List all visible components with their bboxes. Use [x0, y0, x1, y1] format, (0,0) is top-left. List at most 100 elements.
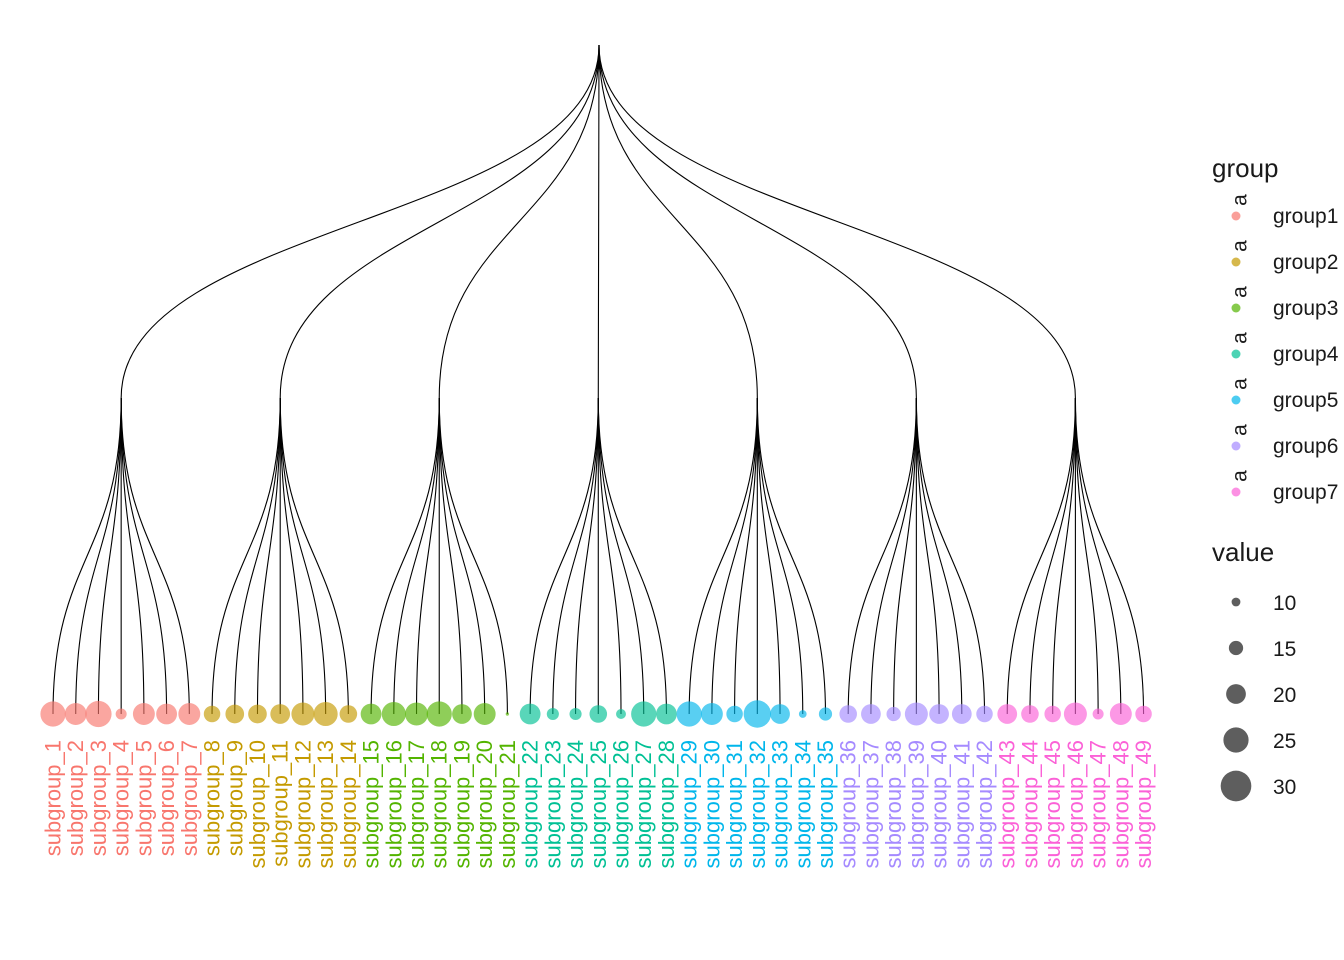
- legend-key-dot: [1231, 395, 1241, 405]
- subgroup_35-edge: [756, 397, 827, 715]
- leaf-node: [798, 710, 807, 718]
- leaf-label: subgroup_43: [995, 740, 1020, 868]
- subgroup_3-edge: [97, 397, 122, 715]
- leaf-node: [156, 703, 178, 725]
- leaf-label: subgroup_41: [949, 740, 974, 868]
- subgroup_17-edge: [415, 397, 440, 715]
- root-to-group2-edge: [279, 44, 600, 399]
- legend-key-dot: [1231, 349, 1241, 359]
- leaf-label: subgroup_8: [200, 740, 225, 856]
- leaf-label: subgroup_26: [609, 740, 634, 868]
- subgroup_38-edge: [893, 397, 917, 715]
- value-legend-label: 15: [1273, 638, 1296, 661]
- subgroup_27-edge: [597, 397, 645, 715]
- leaf-label: subgroup_16: [381, 740, 406, 868]
- subgroup_8-edge: [211, 397, 281, 715]
- legend-key-glyph: a: [1229, 424, 1252, 436]
- leaf-label: subgroup_12: [290, 740, 315, 868]
- leaf-node: [589, 705, 608, 723]
- subgroup_21-edge: [438, 397, 508, 715]
- legend-key-glyph: a: [1229, 194, 1252, 206]
- leaf-label: subgroup_34: [790, 740, 815, 868]
- legend-label: group1: [1273, 205, 1338, 228]
- leaf-label: subgroup_21: [495, 740, 520, 868]
- legend-key-dot: [1231, 211, 1241, 221]
- legend-key-glyph: a: [1229, 470, 1252, 482]
- leaf-node: [569, 707, 582, 721]
- leaf-label: subgroup_9: [222, 740, 247, 856]
- subgroup_7-edge: [120, 397, 190, 715]
- leaf-node: [616, 709, 626, 719]
- subgroup_41-edge: [915, 397, 963, 715]
- leaf-node: [505, 712, 510, 716]
- subgroup_43-edge: [1006, 397, 1076, 715]
- root-to-group4-edge: [597, 44, 600, 399]
- leaf-label: subgroup_3: [86, 740, 111, 856]
- subgroup_26-edge: [597, 397, 622, 715]
- legend-key-glyph: a: [1229, 286, 1252, 298]
- root-to-group6-edge: [598, 44, 917, 399]
- leaf-node: [656, 703, 677, 725]
- value-legend-key-circle: [1226, 684, 1246, 704]
- leaf-label: subgroup_2: [63, 740, 88, 856]
- value-legend-key-circle: [1223, 727, 1249, 753]
- leaf-node: [452, 704, 472, 724]
- value-legend-key-circle: [1231, 597, 1241, 607]
- leaf-node: [976, 705, 993, 723]
- subgroup_45-edge: [1052, 397, 1076, 715]
- leaf-label: subgroup_46: [1063, 740, 1088, 868]
- legend-key-dot: [1231, 303, 1241, 313]
- subgroup_42-edge: [915, 397, 986, 715]
- leaf-label: subgroup_48: [1108, 740, 1133, 868]
- subgroup_6-edge: [120, 397, 168, 715]
- leaf-label: subgroup_15: [359, 740, 384, 868]
- legend-label: group4: [1273, 343, 1339, 366]
- legend-label: group2: [1273, 251, 1338, 274]
- subgroup_48-edge: [1074, 397, 1122, 715]
- root-to-group1-edge: [120, 44, 600, 399]
- subgroup_36-edge: [847, 397, 917, 715]
- leaf-node: [225, 704, 245, 724]
- leaf-label: subgroup_37: [858, 740, 883, 868]
- subgroup_15-edge: [370, 397, 440, 715]
- legend-key-glyph: a: [1229, 378, 1252, 390]
- legend-label: group6: [1273, 435, 1338, 458]
- subgroup_13-edge: [279, 397, 327, 715]
- leaf-label: subgroup_33: [768, 740, 793, 868]
- leaf-label: subgroup_35: [813, 740, 838, 868]
- subgroup_20-edge: [438, 397, 486, 715]
- leaf-node: [1021, 705, 1039, 723]
- legend-label: group5: [1273, 389, 1338, 412]
- subgroup_1-edge: [52, 397, 122, 715]
- subgroup_49-edge: [1074, 397, 1145, 715]
- leaf-node: [313, 701, 338, 727]
- leaf-node: [132, 703, 155, 725]
- leaf-node: [929, 704, 949, 724]
- leaf-label: subgroup_36: [836, 740, 861, 868]
- leaf-node: [248, 704, 267, 724]
- subgroup_30-edge: [711, 397, 758, 715]
- leaf-node: [381, 701, 406, 727]
- leaf-label: subgroup_1: [41, 740, 66, 856]
- leaf-node: [631, 701, 657, 727]
- leaf-node: [904, 702, 928, 726]
- root-to-group3-edge: [438, 44, 600, 399]
- legend-key-dot: [1231, 257, 1241, 267]
- leaf-node: [115, 708, 127, 720]
- leaf-node: [1063, 702, 1087, 726]
- leaf-node: [360, 703, 382, 725]
- leaf-label: subgroup_11: [268, 740, 293, 867]
- leaf-node: [886, 706, 901, 722]
- leaf-node: [1044, 705, 1061, 723]
- subgroup_44-edge: [1029, 397, 1076, 715]
- leaf-node: [861, 704, 881, 724]
- leaf-label: subgroup_22: [518, 740, 543, 868]
- leaf-node: [839, 705, 857, 723]
- leaf-node: [291, 702, 315, 726]
- leaf-label: subgroup_19: [449, 740, 474, 868]
- edge-layer: [52, 44, 1145, 715]
